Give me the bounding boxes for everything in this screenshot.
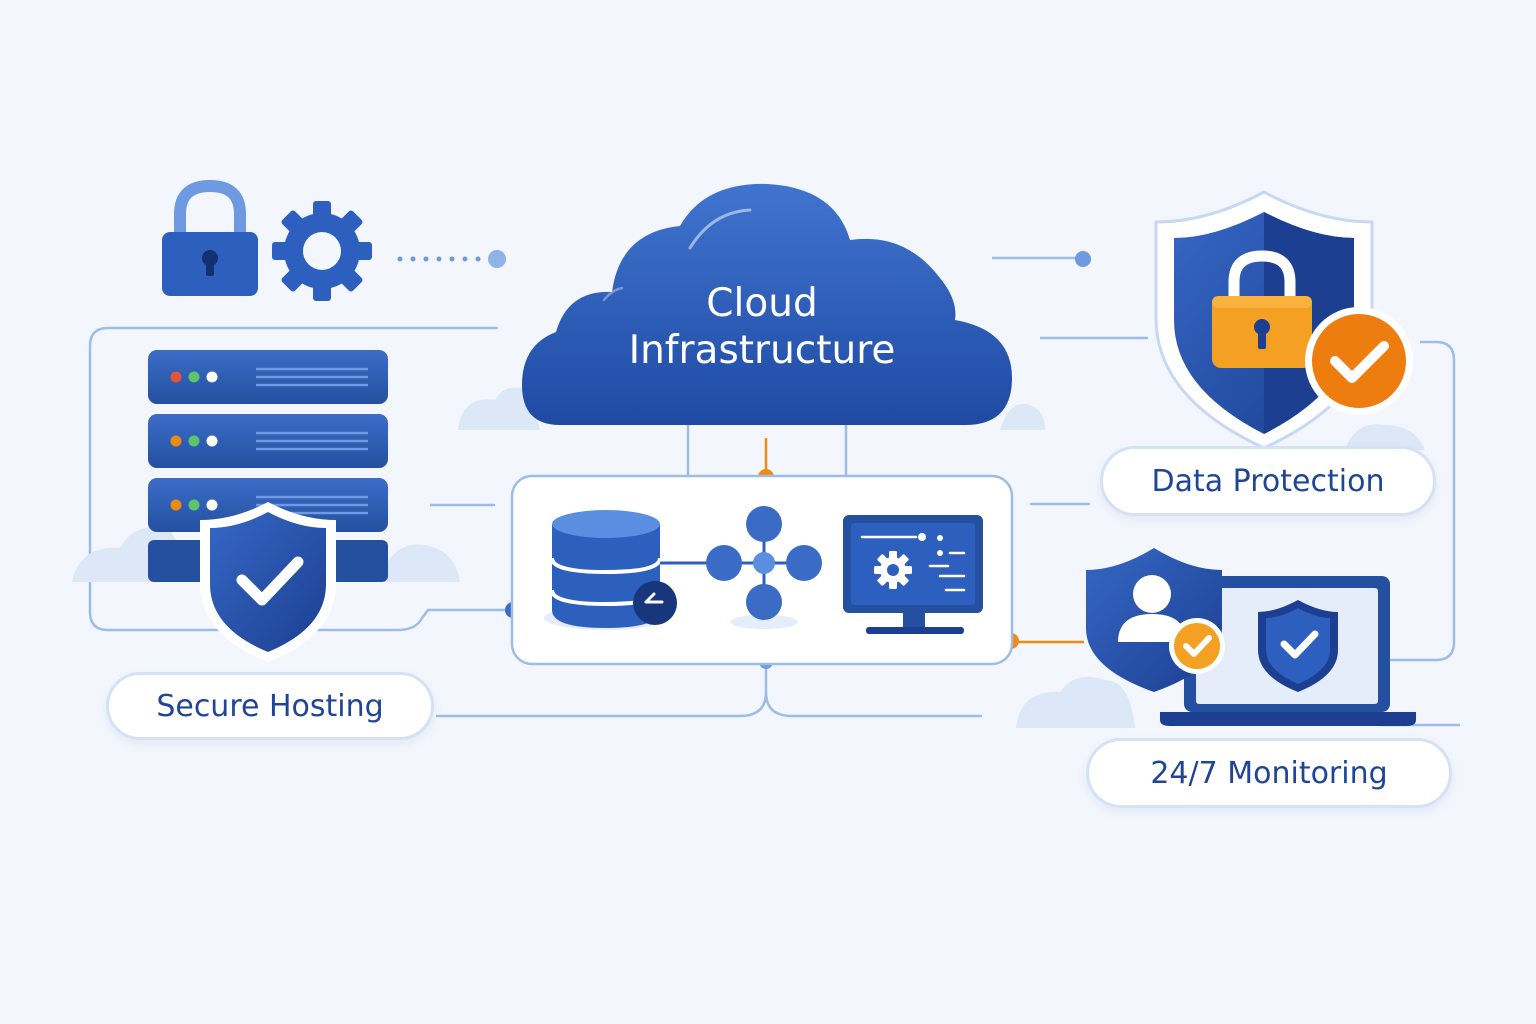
dotted-connector bbox=[397, 256, 481, 262]
padlock-icon bbox=[162, 179, 258, 296]
gear-icon bbox=[272, 201, 372, 301]
network-hub-icon bbox=[660, 506, 822, 629]
data-protection-label: Data Protection bbox=[1100, 446, 1436, 516]
cloud-title-line2: Infrastructure bbox=[628, 328, 896, 373]
cloud-title-line1: Cloud bbox=[706, 281, 818, 326]
user-shield-icon bbox=[1086, 548, 1225, 692]
cloud-icon bbox=[522, 183, 1012, 425]
database-icon bbox=[544, 510, 677, 630]
secure-hosting-label: Secure Hosting bbox=[106, 672, 434, 740]
server-status-leds bbox=[170, 371, 218, 511]
laptop-icon bbox=[1160, 576, 1416, 726]
background-clouds bbox=[72, 387, 1425, 728]
monitoring-label: 24/7 Monitoring bbox=[1086, 738, 1452, 808]
cloud-title: Cloud Infrastructure bbox=[560, 280, 964, 374]
shield-check-icon bbox=[200, 502, 336, 662]
monitor-settings-icon bbox=[843, 515, 983, 634]
check-badge-icon bbox=[1305, 307, 1413, 415]
